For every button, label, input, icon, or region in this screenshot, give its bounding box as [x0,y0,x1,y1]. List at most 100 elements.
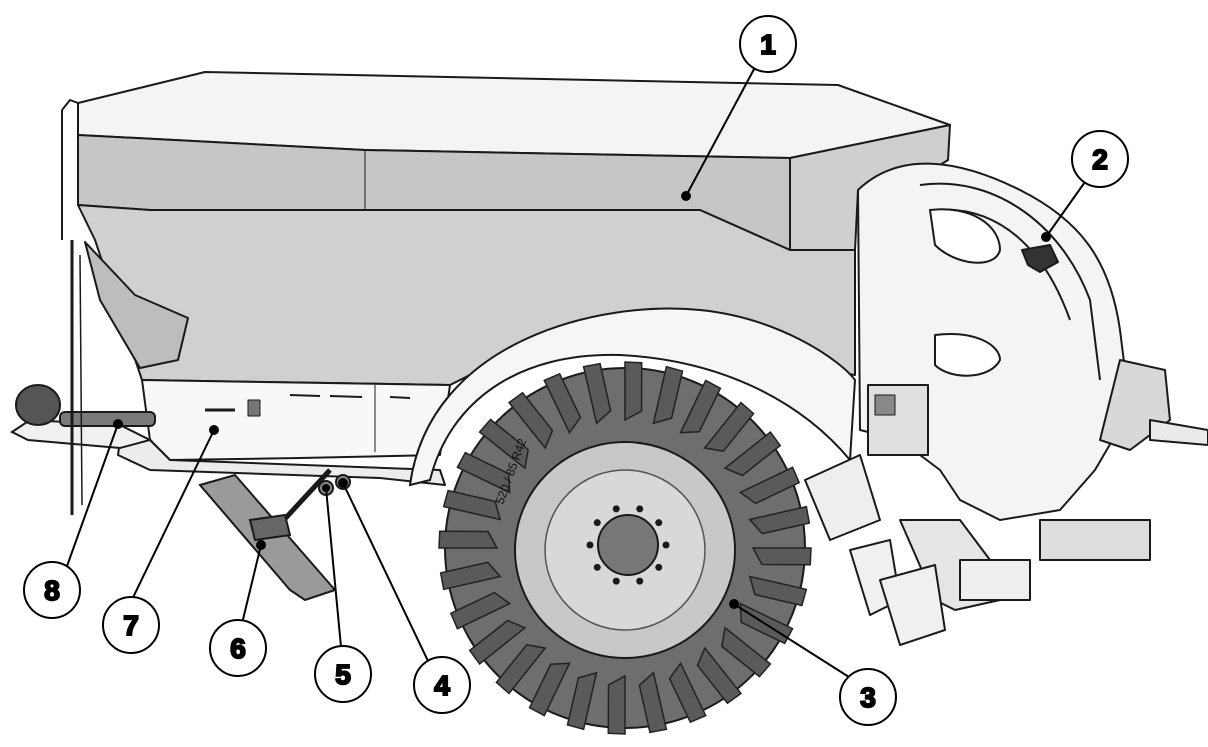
tire-tread [438,361,812,735]
valve [874,394,896,416]
tread-lug [478,418,529,470]
tread-lug [438,530,499,549]
wheel-bolt [593,519,601,527]
rear-linkage [804,454,881,541]
leader-4 [342,482,440,685]
callout-label: 3 [860,682,876,713]
tread-lug [507,391,554,450]
sensor-2 [1021,244,1059,273]
rear-guard-bar [1149,419,1208,446]
parking-stand [198,468,337,602]
rear-cutout [934,333,1001,377]
leader-8 [61,423,119,581]
spreading-unit [804,162,1208,646]
fender [408,307,857,487]
tread-lug [468,619,527,666]
callout-label: 1 [760,29,776,60]
pto-shaft [59,411,156,427]
spreading-vane [879,564,946,646]
lower-bracket [959,559,1031,601]
leader-7 [125,429,215,613]
leader-3 [733,603,861,685]
tread-lug [668,661,707,724]
tread-lug [748,505,811,535]
tread-lug [566,671,598,731]
tread-lug [638,671,668,734]
dot-5 [322,484,330,492]
wheel-bolt [655,519,663,527]
panel-slot [389,396,411,399]
callout-7: 7 [102,596,160,654]
hopper [61,71,951,386]
rear-bumper [1039,519,1151,561]
callout-label: 5 [335,659,351,690]
wheel-bolt [655,563,663,571]
callout-8: 8 [23,561,81,619]
tread-lug [703,401,755,452]
tread-lug [652,365,684,425]
wheel: 520 / 85 R42 [438,361,812,735]
wheel-bolt [636,577,644,585]
rear-frame [857,162,1131,521]
callout-1: 1 [739,15,797,73]
front-rail [61,99,79,111]
tread-lug [624,361,643,422]
callout-label: 7 [123,610,139,641]
dot-3 [729,599,739,609]
leader-1 [685,57,761,197]
wheel-bolt [612,505,620,513]
tread-lug [495,644,547,695]
wheel-bolt [593,563,601,571]
hopper-left-flap [84,241,189,369]
callout-label: 2 [1092,144,1108,175]
tread-lug [449,591,512,630]
pto-coupling [15,384,61,426]
chassis [117,379,451,486]
tread-lug [543,372,582,435]
chassis-base [117,439,446,486]
callout-4: 4 [413,656,471,714]
dot-6 [256,540,266,550]
wheel-bolt [662,541,670,549]
dot-8 [113,419,123,429]
callout-5: 5 [314,645,372,703]
wheel-bolt [612,577,620,585]
dot-4 [338,478,348,488]
wheel-bolt [586,541,594,549]
rear-frame-rib [919,182,1101,381]
tread-lug [748,575,808,607]
callout-label: 8 [44,575,60,606]
callout-3: 3 [839,668,897,726]
panel-sticker [247,399,261,417]
tread-lug [442,489,502,521]
tread-lug [607,674,626,735]
dot-1 [681,191,691,201]
tread-lug [721,626,772,678]
tread-lug [456,451,511,494]
wheel-bolt [636,505,644,513]
tread-lug [528,662,571,717]
tread-lug [723,430,782,477]
tread-lug [439,561,502,591]
wheel-bolts [586,505,670,585]
dot-7 [209,425,219,435]
callout-label: 6 [230,633,246,664]
tread-lug [679,379,722,434]
panel-slot [329,395,363,398]
chassis-side-panel [141,379,451,461]
leader-dots [113,191,1051,609]
tread-lug [738,466,801,505]
callout-2: 2 [1071,130,1129,188]
callout-6: 6 [209,619,267,677]
tread-lug [582,362,612,425]
hub [597,514,659,576]
stand-bracket [248,513,292,542]
rear-cutout [929,208,1001,264]
leader-5 [325,487,344,669]
drawbar-strut [79,254,83,506]
dot-2 [1041,232,1051,242]
callout-label: 4 [434,670,450,701]
tread-lug [751,547,812,566]
